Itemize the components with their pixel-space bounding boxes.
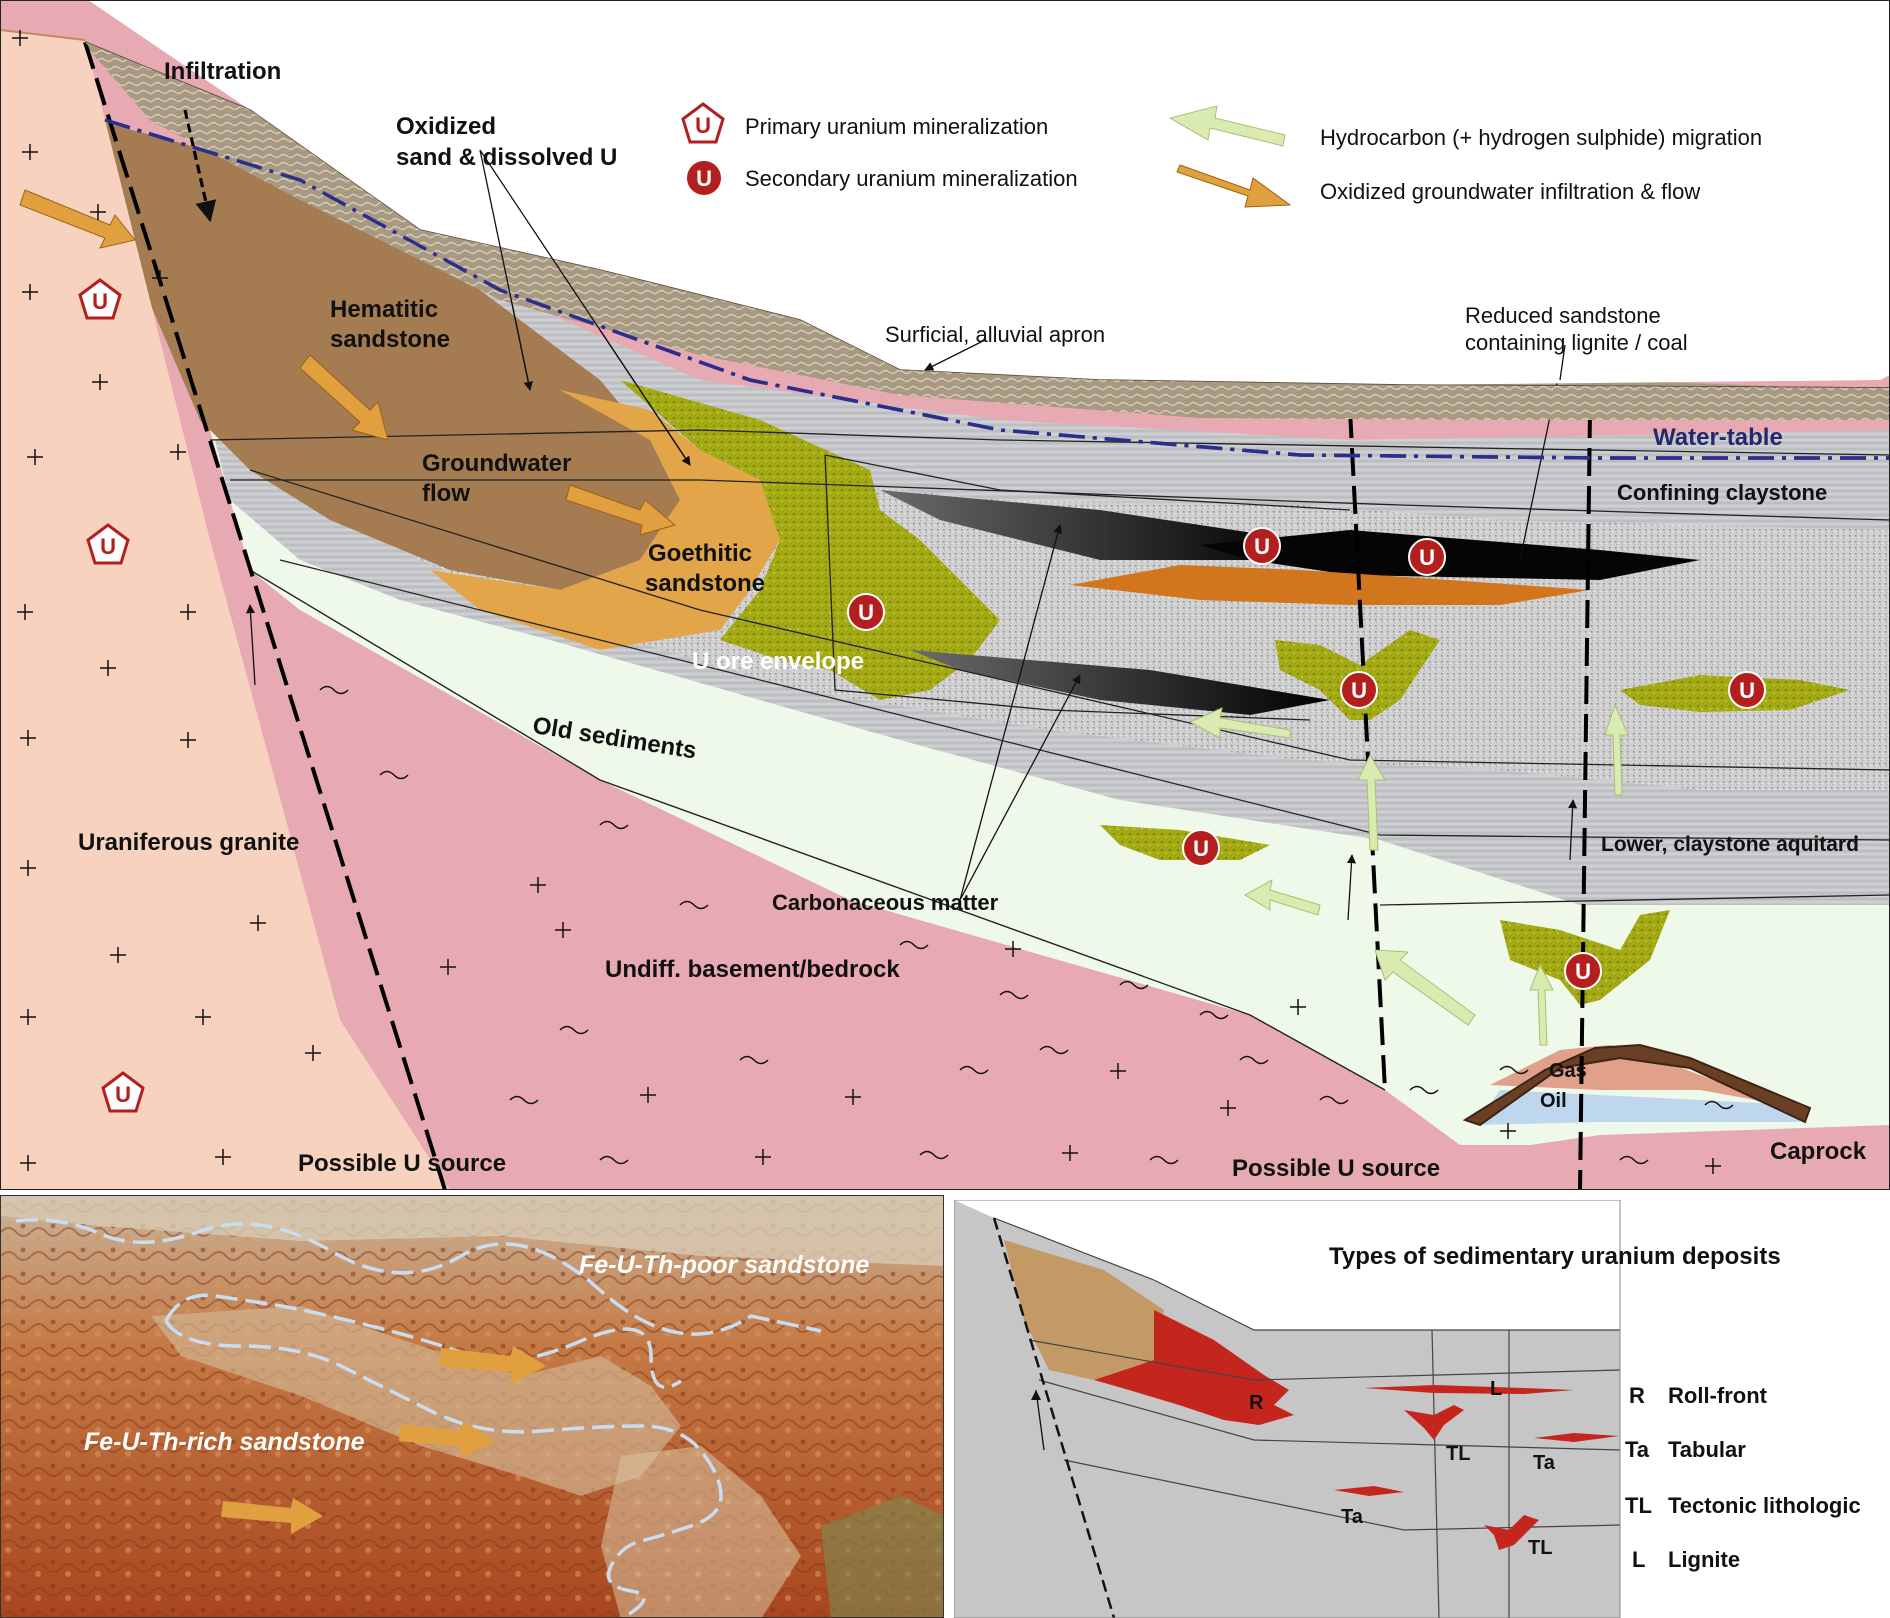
- type-name-tl: Tectonic lithologic: [1668, 1493, 1861, 1518]
- hematitic-label-1: Hematitic: [330, 296, 439, 323]
- type-name-l: Lignite: [1668, 1547, 1741, 1572]
- type-code-l: L: [1632, 1547, 1646, 1572]
- reduced-label-1: Reduced sandstone: [1465, 303, 1661, 328]
- type-name-ta: Tabular: [1668, 1437, 1746, 1462]
- svg-text:U: U: [858, 600, 874, 625]
- deposit-types-panel: Types of sedimentary uranium deposits R …: [954, 1200, 1890, 1618]
- hydrocarbon-migration-arrows: [1188, 703, 1629, 1046]
- photo-poor-label: Fe-U-Th-poor sandstone: [579, 1251, 870, 1279]
- legend-primary-u: Primary uranium mineralization: [745, 114, 1049, 139]
- gas-label: Gas: [1549, 1060, 1587, 1082]
- svg-text:U: U: [695, 113, 711, 138]
- type-code-ta: Ta: [1625, 1437, 1650, 1462]
- oil-reservoir: [1475, 1090, 1800, 1125]
- legend-hydrocarbon: Hydrocarbon (+ hydrogen sulphide) migrat…: [1320, 125, 1763, 150]
- oxidized-sand-label-2: sand & dissolved U: [396, 144, 618, 171]
- outcrop-photo: [1, 1196, 943, 1617]
- pentagon-u-icon: U: [681, 102, 725, 144]
- svg-text:U: U: [1739, 678, 1755, 703]
- uraniferous-granite-label: Uraniferous granite: [78, 829, 300, 856]
- type-name-r: Roll-front: [1668, 1383, 1767, 1408]
- goethitic-sandstone-zone: [430, 390, 780, 650]
- type-code-r: R: [1629, 1383, 1645, 1408]
- groundwater-label-1: Groundwater: [422, 450, 572, 477]
- groundwater-label-2: flow: [422, 480, 470, 507]
- basement-label: Undiff. basement/bedrock: [605, 956, 900, 983]
- possible-source-left-label: Possible U source: [298, 1150, 507, 1177]
- confining-label: Confining claystone: [1617, 480, 1828, 505]
- legend-secondary-u: Secondary uranium mineralization: [745, 166, 1078, 191]
- photo-arrow-middle: [399, 1421, 496, 1458]
- goethitic-label-2: sandstone: [645, 570, 766, 597]
- possible-source-right-label: Possible U source: [1232, 1155, 1441, 1182]
- svg-text:U: U: [1351, 678, 1367, 703]
- ore-envelope-label: U ore envelope: [692, 648, 865, 675]
- map-label-l: L: [1490, 1378, 1503, 1400]
- oxidized-tongue: [1070, 565, 1590, 605]
- legend-oxidized-flow: Oxidized groundwater infiltration & flow: [1320, 179, 1701, 204]
- map-label-r: R: [1249, 1392, 1264, 1414]
- photo-arrow-lower: [221, 1498, 323, 1534]
- svg-text:U: U: [696, 166, 712, 191]
- fault-main: [83, 41, 447, 1190]
- svg-text:U: U: [1254, 534, 1270, 559]
- outcrop-photo-panel: Fe-U-Th-poor sandstone Fe-U-Th-rich sand…: [0, 1195, 944, 1618]
- map-label-tl1: TL: [1446, 1443, 1471, 1465]
- fault-right: [1578, 409, 1592, 1190]
- reduced-label-2: containing lignite / coal: [1465, 330, 1688, 355]
- carbonaceous-lens-lower: [910, 650, 1330, 715]
- tectonic-deposit-lower: [1484, 1515, 1539, 1550]
- hematitic-sandstone-zone: [95, 120, 680, 590]
- tabular-deposit-upper: [1534, 1433, 1619, 1442]
- tectonic-deposit-upper: [1404, 1405, 1464, 1440]
- svg-text:U: U: [115, 1082, 131, 1107]
- orange-arrow-icon: [1176, 164, 1292, 208]
- svg-text:U: U: [1419, 545, 1435, 570]
- caprock-label: Caprock: [1770, 1138, 1867, 1165]
- svg-text:U: U: [1193, 836, 1209, 861]
- tabular-deposit-lower: [1334, 1486, 1404, 1496]
- lignite-lens: [1200, 530, 1700, 580]
- oxidized-sand-label-1: Oxidized: [396, 113, 497, 140]
- map-label-tl2: TL: [1528, 1537, 1553, 1559]
- carbonaceous-lens-upper: [880, 490, 1300, 560]
- water-table-label: Water-table: [1653, 424, 1783, 451]
- map-label-ta2: Ta: [1341, 1506, 1363, 1528]
- cross-section-diagram: U U U U U U U U U U U U U: [0, 0, 1890, 1190]
- deposit-types-diagram: [954, 1200, 1621, 1618]
- ore-envelope-zone: [620, 380, 1000, 700]
- carbonaceous-label: Carbonaceous matter: [772, 890, 999, 915]
- lignite-deposit: [1364, 1385, 1574, 1394]
- lower-aquitard-label: Lower, claystone aquitard: [1601, 833, 1859, 856]
- oxidized-flow-arrows: [19, 189, 677, 536]
- circle-u-icon: U: [685, 159, 723, 197]
- hematitic-label-2: sandstone: [330, 326, 451, 353]
- types-title: Types of sedimentary uranium deposits: [1329, 1243, 1781, 1270]
- water-table-line-upper: [104, 118, 1890, 460]
- infiltration-label: Infiltration: [164, 58, 282, 85]
- granite-symbols: [12, 30, 321, 1171]
- oil-label: Oil: [1540, 1090, 1567, 1112]
- svg-text:U: U: [92, 289, 108, 314]
- granite-body: [0, 30, 450, 1190]
- goethitic-label-1: Goethitic: [648, 540, 753, 567]
- surficial-label: Surficial, alluvial apron: [885, 322, 1106, 347]
- photo-rich-label: Fe-U-Th-rich sandstone: [84, 1428, 365, 1456]
- basement-symbols: [319, 685, 1734, 1174]
- photo-arrow-upper: [439, 1346, 546, 1384]
- svg-text:U: U: [100, 534, 116, 559]
- light-green-arrow-icon: [1168, 105, 1286, 147]
- caprock-layer: [1462, 1043, 1812, 1127]
- map-label-ta1: Ta: [1533, 1452, 1555, 1474]
- primary-u-markers: U U U: [78, 278, 145, 1113]
- type-code-tl: TL: [1625, 1493, 1652, 1518]
- svg-text:U: U: [1575, 959, 1591, 984]
